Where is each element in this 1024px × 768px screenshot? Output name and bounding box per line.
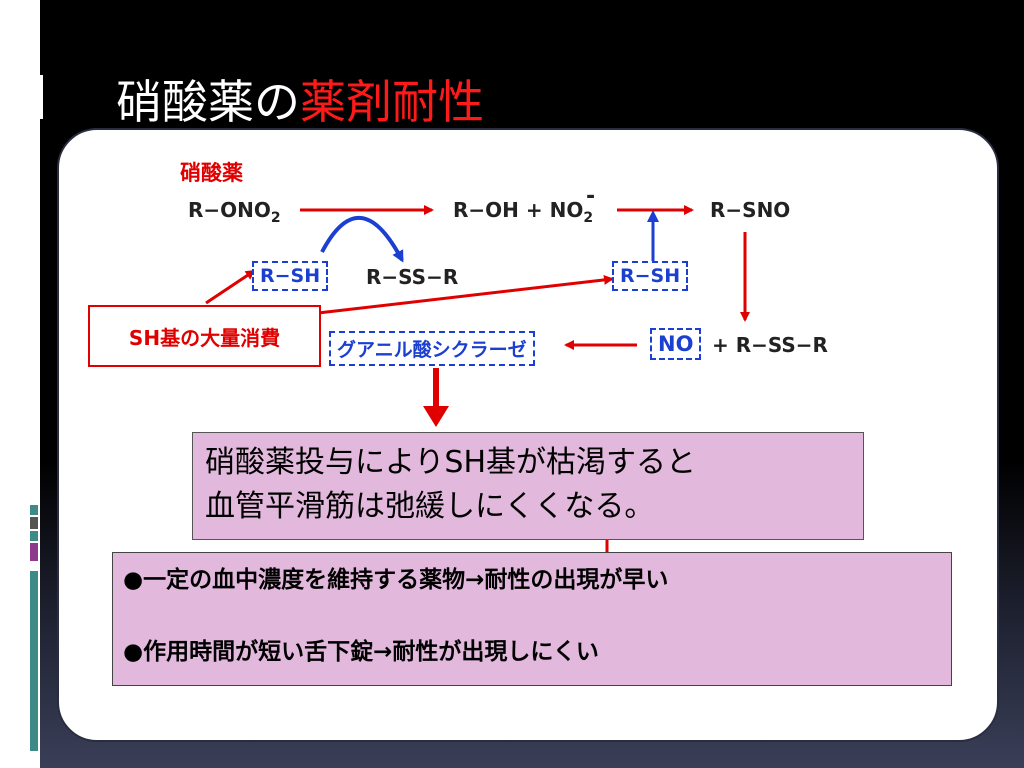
- no2-sup: -: [586, 184, 596, 209]
- summary-box: ●一定の血中濃度を維持する薬物→耐性の出現が早い ●作用時間が短い舌下錠→耐性が…: [112, 552, 952, 686]
- r-ono-sub: 2: [270, 210, 281, 226]
- arrow-blue-curve: [320, 216, 404, 263]
- rsh-left-box: R−SH: [252, 261, 329, 291]
- r-oh-no2: R−OH + NO2: [453, 198, 593, 226]
- summary-line-1: ●一定の血中濃度を維持する薬物→耐性の出現が早い: [123, 567, 669, 593]
- bars-icon: [22, 75, 44, 119]
- r-oh-text: R−OH + NO: [453, 198, 584, 222]
- sh-consumption-text: SH基の大量消費: [128, 325, 281, 350]
- r-ono-text: R−ONO: [188, 198, 271, 222]
- rsh-right-box: R−SH: [612, 261, 689, 291]
- arrow-down-head: [423, 406, 449, 427]
- no2-sub: 2: [583, 210, 594, 226]
- arrow-sh-to-left: [205, 269, 256, 305]
- drug-label: 硝酸薬: [180, 161, 243, 185]
- note-line-1: 硝酸薬投与によりSH基が枯渇すると: [205, 445, 697, 480]
- title-prefix: 硝酸薬の: [116, 75, 300, 129]
- slide-title: 硝酸薬の薬剤耐性: [116, 66, 484, 132]
- note-box: 硝酸薬投与によりSH基が枯渇すると 血管平滑筋は弛緩しにくくなる。: [192, 432, 864, 540]
- side-marks: [30, 505, 38, 753]
- guanylate-cyclase-box: グアニル酸シクラーゼ: [329, 331, 535, 366]
- r-ono2: R−ONO2: [188, 198, 281, 226]
- rssr-bottom: + R−SS−R: [712, 333, 828, 357]
- no-box: NO: [650, 328, 702, 360]
- sh-consumption-box: SH基の大量消費: [88, 305, 321, 367]
- r-sno: R−SNO: [710, 198, 791, 222]
- summary-line-2: ●作用時間が短い舌下錠→耐性が出現しにくい: [123, 639, 599, 665]
- arrow-sh-to-right: [317, 274, 614, 315]
- title-accent: 薬剤耐性: [300, 75, 484, 129]
- rssr-top: R−SS−R: [366, 265, 459, 289]
- note-line-2: 血管平滑筋は弛緩しにくくなる。: [205, 489, 655, 524]
